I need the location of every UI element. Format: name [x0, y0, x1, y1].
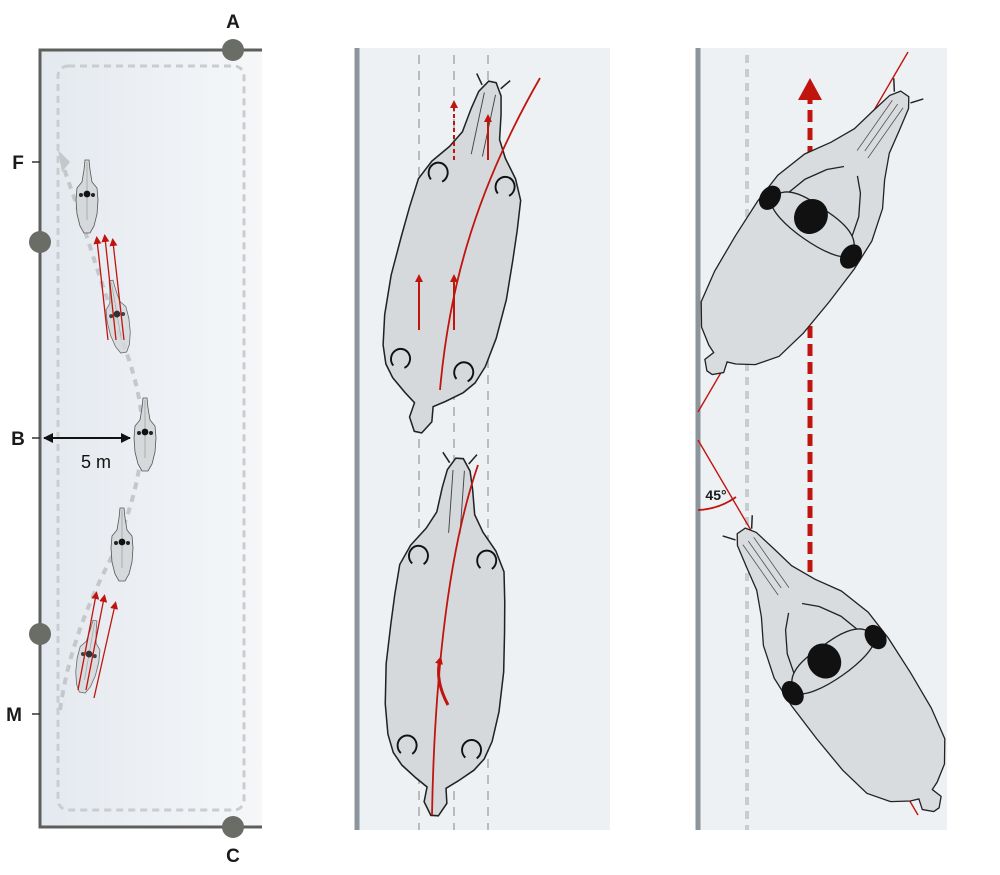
- letter-m: M: [6, 705, 22, 726]
- letter-b: B: [11, 429, 25, 450]
- panel-tracks: [354, 48, 610, 830]
- panel-angle: 45°: [659, 48, 986, 846]
- movement-arrowhead-icon: [798, 78, 822, 100]
- path-arrow-icon: [58, 150, 70, 172]
- bend-line-lower: [431, 464, 479, 816]
- angle-label: 45°: [705, 487, 726, 503]
- distance-label: 5 m: [81, 452, 111, 472]
- tracks-horse-lower: [374, 448, 520, 821]
- serpentine-path: [58, 159, 145, 711]
- marker-m-post: [29, 623, 51, 645]
- marker-a: [222, 39, 244, 61]
- letter-a: A: [226, 12, 240, 33]
- arena-horse-2: [93, 234, 136, 355]
- tracks-horse-upper: [359, 63, 553, 446]
- marker-c: [222, 816, 244, 838]
- angle-arc: [697, 496, 737, 511]
- panel-arena: A F B M C 5 m: [6, 12, 262, 867]
- letter-c: C: [226, 846, 240, 867]
- arena-horse-5: [70, 591, 119, 699]
- letter-f: F: [12, 153, 24, 174]
- marker-f-post: [29, 231, 51, 253]
- bend-line-upper: [439, 77, 541, 391]
